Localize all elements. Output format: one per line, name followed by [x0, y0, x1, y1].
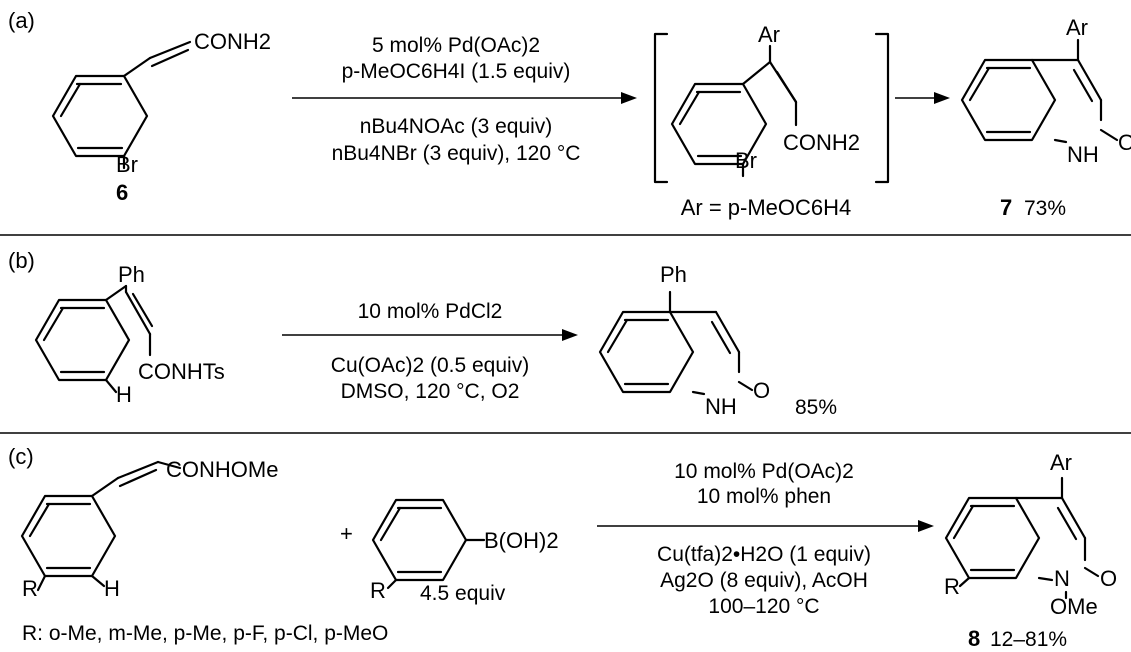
boronic-acid-group: B(OH)2	[484, 528, 559, 553]
reactant-c-h: H	[104, 576, 120, 601]
conditions-c-below-1: Cu(tfa)2•H2O (1 equiv)	[657, 543, 871, 566]
panel-b: (b) Ph CONHTs H 10 mol% PdCl2 Cu(OAc)2 (…	[8, 248, 837, 419]
product-b-top: Ph	[660, 262, 687, 287]
boronic-acid: B(OH)2 R 4.5 equiv	[370, 498, 559, 605]
conditions-b-below-2: DMSO, 120 °C, O2	[341, 380, 520, 403]
product-8-o: O	[1100, 566, 1117, 591]
panel-c: (c) CONHOMe H R + B(OH)2 R 4.5	[8, 444, 1117, 651]
plus-sign: +	[340, 521, 353, 546]
product-7-top: Ar	[1066, 15, 1088, 40]
conditions-c-below-2: Ag2O (8 equiv), AcOH	[660, 569, 868, 592]
product-7-nh: NH	[1067, 142, 1099, 167]
product-8-top: Ar	[1050, 450, 1072, 475]
panel-label-c: (c)	[8, 444, 34, 469]
panel-label-a: (a)	[8, 8, 35, 33]
intermediate-a-substituent: Br	[735, 148, 757, 173]
product-8-n: N	[1054, 566, 1070, 591]
conditions-b-below-1: Cu(OAc)2 (0.5 equiv)	[331, 354, 529, 377]
compound-8-label: 8	[968, 626, 980, 651]
conditions-b-above-1: 10 mol% PdCl2	[358, 300, 503, 323]
boronic-acid-r: R	[370, 578, 386, 603]
product-8-ome: OMe	[1050, 594, 1098, 619]
conditions-a-above-1: 5 mol% Pd(OAc)2	[372, 34, 540, 57]
reactant-c-group: CONHOMe	[166, 457, 278, 482]
reactant-b: Ph CONHTs H	[34, 262, 225, 407]
reactant-6-substituent: Br	[116, 152, 138, 177]
panel-a: (a) CONH2 Br 6 5 mol% Pd(OAc)2 p-MeOC6H4…	[8, 8, 1131, 220]
product-8-r: R	[944, 574, 960, 599]
intermediate-a-group: CONH2	[783, 130, 860, 155]
reactant-b-top: Ph	[118, 262, 145, 287]
substituent-scope: R: o-Me, m-Me, p-Me, p-F, p-Cl, p-MeO	[22, 622, 388, 645]
intermediate-a-note: Ar = p-MeOC6H4	[681, 195, 852, 220]
compound-7-label: 7	[1000, 195, 1012, 220]
product-b: Ph NH O 85%	[598, 262, 837, 419]
conditions-c-below-3: 100–120 °C	[708, 595, 819, 618]
conditions-a-below-2: nBu4NBr (3 equiv), 120 °C	[332, 142, 581, 165]
reactant-b-group: CONHTs	[138, 359, 225, 384]
reactant-6: CONH2 Br 6	[51, 29, 271, 205]
reactant-c: CONHOMe H R	[20, 457, 278, 601]
compound-6-label: 6	[116, 180, 128, 205]
product-7-o: O	[1118, 130, 1131, 155]
reactant-b-h: H	[116, 382, 132, 407]
conditions-c-above-2: 10 mol% phen	[697, 485, 831, 508]
product-b-yield: 85%	[795, 396, 837, 419]
intermediate-a-top: Ar	[758, 22, 780, 47]
product-8: Ar N O OMe R 8 12–81%	[944, 450, 1117, 651]
product-8-yield: 12–81%	[990, 628, 1067, 651]
product-7-yield: 73%	[1024, 197, 1066, 220]
panel-label-b: (b)	[8, 248, 35, 273]
conditions-c-above-1: 10 mol% Pd(OAc)2	[674, 460, 854, 483]
reactant-6-group: CONH2	[194, 29, 271, 54]
intermediate-a: Ar CONH2 Br	[653, 22, 890, 184]
conditions-a-above-2: p-MeOC6H4I (1.5 equiv)	[342, 60, 571, 83]
reactant-c-r: R	[22, 576, 38, 601]
boronic-acid-amount: 4.5 equiv	[420, 582, 506, 605]
product-b-o: O	[753, 378, 770, 403]
conditions-a-below-1: nBu4NOAc (3 equiv)	[360, 115, 553, 138]
product-7: Ar NH O 7 73%	[960, 15, 1131, 220]
product-b-nh: NH	[705, 394, 737, 419]
